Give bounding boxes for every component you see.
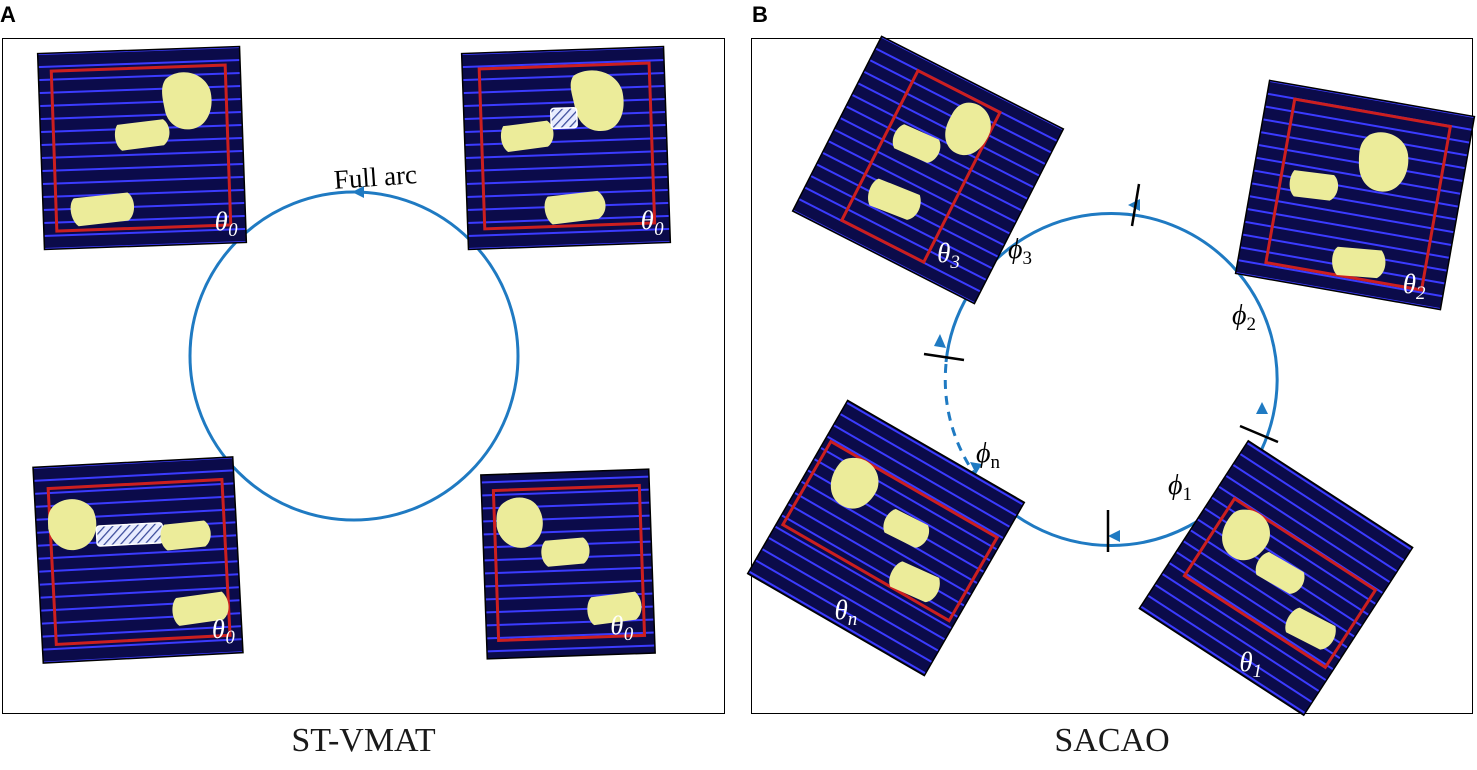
panel-letter-b: B — [752, 2, 768, 27]
target-organ — [1285, 607, 1336, 650]
field-label: θ0 — [610, 610, 634, 646]
full-arc-label: Full arc — [333, 159, 418, 195]
arc-label-phi2: ϕ2 — [1232, 300, 1256, 335]
target-organ — [544, 190, 606, 225]
field-label: θ0 — [640, 205, 664, 241]
target-organ — [47, 499, 97, 551]
target-organ — [114, 119, 170, 151]
field-a-bottom-right: θ0 — [480, 468, 656, 660]
target-organ — [162, 72, 212, 130]
field-label: θ3 — [937, 238, 960, 273]
target-organ — [883, 509, 930, 548]
aperture-outline — [1182, 496, 1378, 670]
arc-label-phin: ϕn — [976, 438, 1001, 473]
hatched-overlap — [95, 522, 164, 547]
caption-st-vmat: ST-VMAT — [291, 722, 436, 759]
target-organ — [830, 457, 879, 509]
caption-sacao: SACAO — [1054, 722, 1170, 759]
aperture-outline — [477, 61, 657, 231]
field-b-theta3: θ3 — [791, 35, 1065, 305]
aperture-outline — [780, 439, 1000, 623]
target-organ — [889, 561, 940, 603]
target-organ — [1255, 552, 1305, 594]
target-organ — [570, 70, 624, 132]
target-organ — [868, 178, 921, 220]
target-organ — [500, 120, 554, 153]
field-label: θn — [835, 595, 858, 630]
target-organ — [945, 102, 991, 156]
target-organ — [496, 497, 543, 548]
aperture-outline — [491, 483, 647, 643]
field-b-theta1: θ1 — [1138, 439, 1414, 717]
field-label: θ2 — [1403, 269, 1426, 304]
aperture-outline — [1264, 97, 1453, 292]
aperture-outline — [46, 477, 232, 646]
target-organ — [892, 124, 941, 163]
field-label: θ0 — [211, 613, 236, 649]
target-organ — [1222, 509, 1270, 561]
target-organ — [1289, 170, 1339, 201]
target-organ — [160, 520, 211, 551]
field-label: θ1 — [1239, 647, 1262, 682]
field-b-theta2: θ2 — [1234, 79, 1476, 311]
arc-label-phi3: ϕ3 — [1008, 234, 1032, 269]
target-organ — [1332, 246, 1386, 279]
panel-letter-a: A — [0, 2, 16, 27]
aperture-outline — [839, 68, 1003, 265]
target-organ — [172, 591, 229, 626]
field-label: θ0 — [214, 206, 238, 242]
field-a-top-right: θ0 — [460, 45, 672, 251]
target-organ — [587, 591, 642, 626]
target-organ — [70, 192, 135, 227]
full-arc-arrowhead — [352, 186, 364, 198]
field-b-thetan: θn — [746, 399, 1026, 677]
sacao-arc — [923, 183, 1279, 552]
aperture-outline — [49, 63, 233, 233]
arc-label-phi1: ϕ1 — [1168, 470, 1192, 505]
target-organ — [1358, 132, 1409, 192]
target-organ — [541, 537, 590, 567]
field-a-top-left: θ0 — [36, 45, 248, 251]
hatched-overlap — [549, 106, 578, 130]
field-a-bottom-left: θ0 — [32, 456, 244, 664]
